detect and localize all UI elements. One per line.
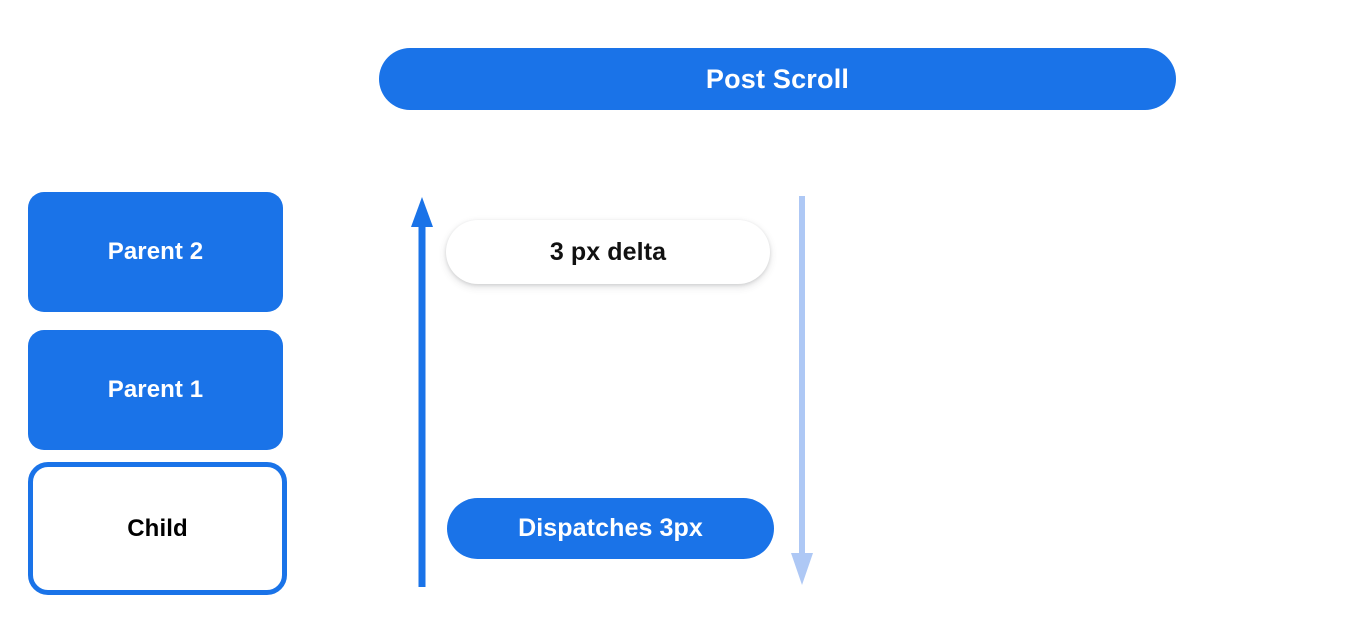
scroll-down-arrow-icon [791,196,813,585]
delta-annotation-label: 3 px delta [549,237,667,266]
dispatch-annotation-pill: Dispatches 3px [447,498,774,559]
node-parent-2-label: Parent 2 [107,238,204,265]
node-child: Child [28,462,287,595]
node-parent-1: Parent 1 [28,330,283,450]
node-stack: Parent 2 Parent 1 Child [28,192,287,595]
stack-gap [28,450,287,462]
stack-gap [28,312,287,330]
header-post-scroll-banner: Post Scroll [379,48,1176,110]
node-child-label: Child [127,514,188,542]
node-parent-1-label: Parent 1 [107,376,204,403]
node-parent-2: Parent 2 [28,192,283,312]
dispatch-annotation-label: Dispatches 3px [518,514,703,542]
header-title: Post Scroll [705,63,850,94]
scroll-up-arrow-icon [411,197,433,587]
delta-annotation-pill: 3 px delta [446,220,770,284]
